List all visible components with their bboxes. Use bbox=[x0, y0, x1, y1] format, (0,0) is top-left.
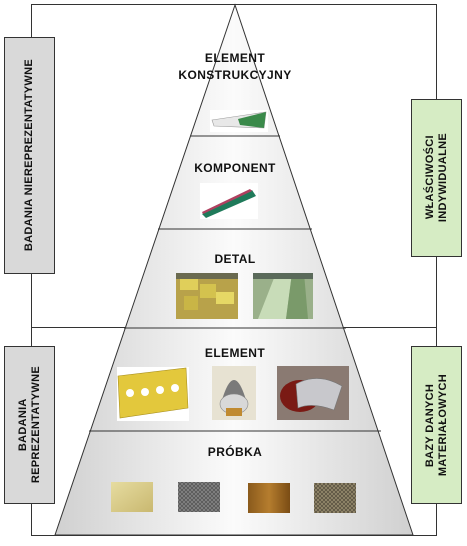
bazy-danych-box: BAZY DANYCH MATERIAŁOWYCH bbox=[411, 346, 462, 504]
komponent-image bbox=[200, 183, 258, 219]
probka-sample-1 bbox=[111, 482, 153, 512]
bazy-danych-label: BAZY DANYCH MATERIAŁOWYCH bbox=[423, 373, 449, 477]
probka-sample-4 bbox=[314, 483, 356, 513]
wlasciwosci-indywidualne-label: WŁAŚCIWOŚCI INDYWIDUALNE bbox=[423, 133, 449, 223]
badania-reprezentatywne-label: BADANIA REPREZENTATYWNE bbox=[16, 366, 42, 484]
probka-sample-3 bbox=[248, 483, 290, 513]
element-image-plate bbox=[117, 367, 189, 421]
element-konstrukcyjny-image bbox=[210, 110, 268, 132]
element-image-helmet bbox=[277, 366, 349, 420]
badania-nereprezentatywne-label: BADANIA NIEREPREZENTATYWNE bbox=[23, 59, 35, 252]
level-label-detal: DETAL bbox=[214, 252, 256, 266]
badania-reprezentatywne-box: BADANIA REPREZENTATYWNE bbox=[4, 346, 55, 504]
wlasciwosci-indywidualne-box: WŁAŚCIWOŚCI INDYWIDUALNE bbox=[411, 99, 462, 257]
level-label-probka: PRÓBKA bbox=[207, 445, 263, 459]
element-image-cone bbox=[212, 366, 256, 420]
level-label-element-konstrukcyjny: ELEMENT KONSTRUKCYJNY bbox=[178, 51, 292, 82]
probka-sample-2 bbox=[178, 482, 220, 512]
detal-image-left bbox=[176, 273, 238, 319]
detal-image-right bbox=[253, 273, 313, 319]
badania-nereprezentatywne-box: BADANIA NIEREPREZENTATYWNE bbox=[4, 37, 55, 274]
level-label-komponent: KOMPONENT bbox=[194, 161, 276, 175]
level-label-element: ELEMENT bbox=[204, 346, 266, 360]
